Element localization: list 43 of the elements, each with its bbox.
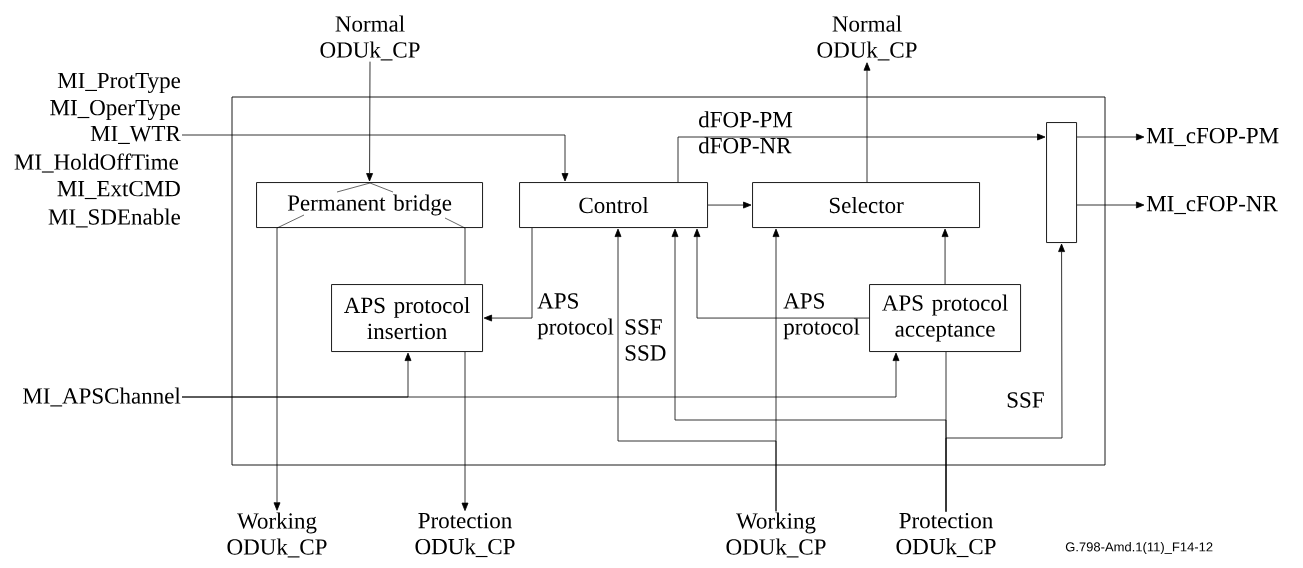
signal-label: MI_OperType <box>50 99 180 121</box>
process-box: APS protocol insertion <box>331 284 483 352</box>
arrow <box>707 201 752 209</box>
bridge-box: Permanent bridge <box>256 182 483 229</box>
arrow <box>181 134 569 182</box>
process-box: APS protocol acceptance <box>869 284 1021 352</box>
arrow <box>1076 133 1145 141</box>
port-label: Protection ODUk_CP <box>896 512 996 558</box>
edge-label: dFOP-PM dFOP-NR <box>699 111 793 154</box>
port-label: Working ODUk_CP <box>227 512 327 558</box>
edge-label: APS protocol <box>537 293 614 340</box>
arrow <box>945 243 1065 513</box>
arrow <box>614 228 777 512</box>
signal-label: MI_cFOP-PM <box>1146 127 1279 147</box>
edge-label: SSF SSD <box>625 319 666 361</box>
function-block-frame <box>231 96 1106 466</box>
signal-label: MI_ExtCMD <box>57 180 180 200</box>
signal-label: MI_WTR <box>90 126 181 144</box>
selector-box: Selector <box>752 182 980 228</box>
port-label: Normal ODUk_CP <box>817 15 917 61</box>
arrow <box>677 133 1046 183</box>
port-label: Protection ODUk_CP <box>415 512 515 558</box>
signal-label: MI_HoldOffTime <box>14 153 178 173</box>
control-box: Control <box>519 182 708 228</box>
edge-label: APS protocol <box>783 293 860 340</box>
signal-label: MI_APSChannel <box>23 387 181 407</box>
edge-label: SSF <box>1007 392 1044 408</box>
arrow <box>181 352 412 398</box>
arrow <box>461 351 469 511</box>
signal-label: MI_SDEnable <box>48 208 180 228</box>
port-label: Normal ODUk_CP <box>320 15 420 61</box>
figure-id: G.798-Amd.1(11)_F14-12 <box>1065 541 1213 555</box>
arrow <box>366 61 373 182</box>
arrow <box>273 227 281 511</box>
arrow <box>693 228 870 319</box>
arrow <box>1076 201 1145 209</box>
signal-label: MI_cFOP-NR <box>1146 195 1278 215</box>
port-label: Working ODUk_CP <box>726 512 826 558</box>
arrow <box>863 62 871 183</box>
signal-label: MI_ProtType <box>57 73 180 93</box>
combiner-box <box>1046 122 1077 243</box>
arrow <box>941 228 949 285</box>
arrow <box>483 227 533 322</box>
